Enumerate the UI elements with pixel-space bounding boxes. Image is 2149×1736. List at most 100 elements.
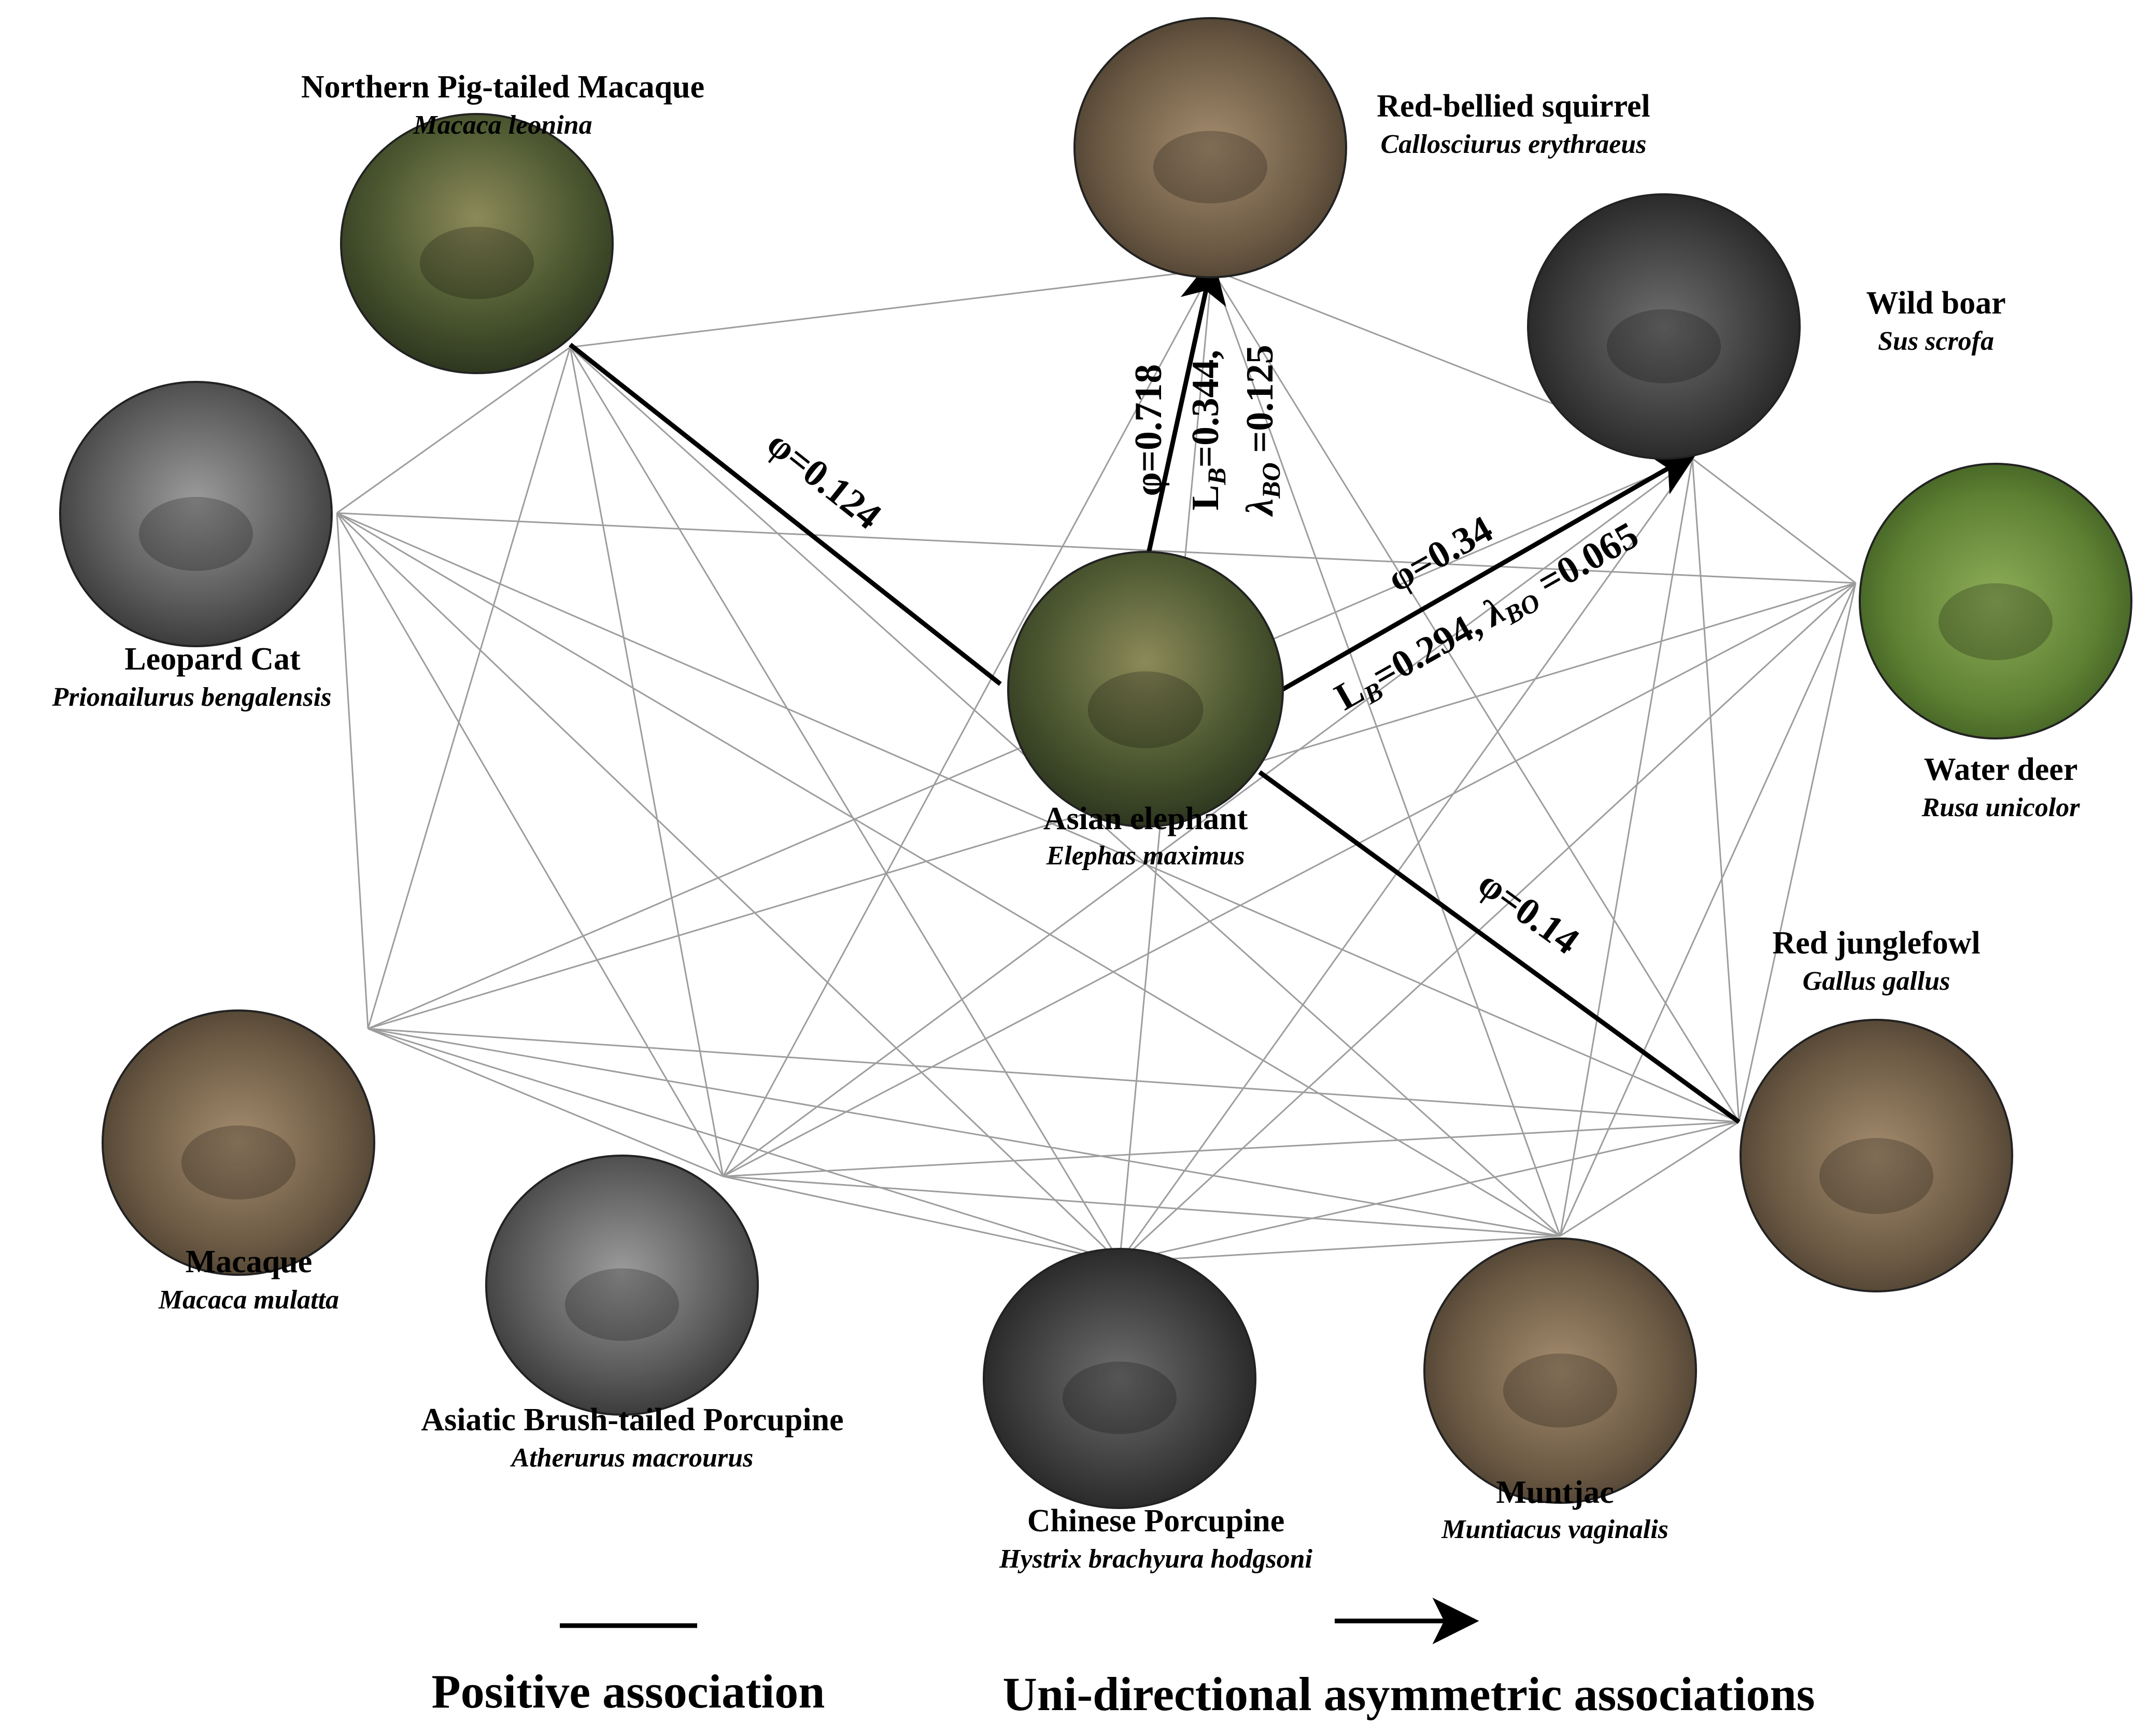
species-common-name: Water deer: [1924, 752, 2078, 787]
species-photo: [485, 1155, 759, 1416]
species-scientific-name: Hystrix brachyura hodgsoni: [999, 1544, 1312, 1574]
species-common-name: Asian elephant: [1043, 801, 1248, 836]
species-scientific-name: Prionailurus bengalensis: [52, 682, 332, 712]
positive-edge: [336, 346, 571, 514]
positive-edge: [569, 347, 724, 1177]
animal-silhouette: [1819, 1137, 1934, 1214]
asymmetric-association-edges: [569, 256, 1741, 1124]
animal-silhouette: [1503, 1353, 1618, 1428]
positive-edge: [336, 512, 1561, 1237]
legend: Positive association Uni-directional asy…: [432, 1598, 1815, 1720]
positive-edge: [336, 513, 724, 1177]
positive-edge: [722, 269, 1213, 1177]
species-scientific-name: Callosciurus erythraeus: [1381, 130, 1647, 159]
positive-edge: [723, 1175, 1120, 1263]
species-photo: [1073, 17, 1347, 278]
phi-label-junglefowl: φ=0.14: [1471, 862, 1587, 962]
animal-silhouette: [1087, 671, 1204, 748]
species-scientific-name: Muntiacus vaginalis: [1441, 1515, 1669, 1544]
positive-edge: [723, 1121, 1740, 1177]
animal-silhouette: [181, 1125, 296, 1200]
positive-edge: [723, 1175, 1561, 1237]
species-common-name: Chinese Porcupine: [1027, 1503, 1285, 1539]
animal-silhouette: [1153, 131, 1268, 204]
positive-edge: [1559, 458, 1693, 1236]
species-scientific-name: Sus scrofa: [1878, 326, 1994, 356]
species-common-name: Macaque: [186, 1244, 313, 1279]
species-scientific-name: Rusa unicolor: [1921, 793, 2081, 822]
phi-label-squirrel: φ=0.718: [1127, 364, 1170, 496]
animal-silhouette: [138, 496, 253, 571]
species-common-name: Wild boar: [1866, 286, 2005, 321]
positive-edge: [1211, 269, 1561, 1236]
species-photo: [1527, 193, 1801, 460]
positive-edge: [1560, 1121, 1740, 1237]
positive-edge: [1692, 458, 1856, 584]
animal-silhouette: [1606, 309, 1721, 383]
positive-edge: [367, 1028, 724, 1177]
species-common-name: Leopard Cat: [124, 642, 301, 677]
species-scientific-name: Macaca mulatta: [158, 1285, 339, 1315]
species-common-name: Asiatic Brush-tailed Porcupine: [421, 1402, 843, 1438]
association-edge-red_junglefowl: [1258, 770, 1741, 1124]
positive-edge: [1119, 1121, 1740, 1263]
species-photo: [340, 113, 614, 374]
species-photo: [1007, 551, 1284, 828]
species-scientific-name: Atherurus macrourus: [510, 1443, 754, 1473]
association-edge-wild_boar: [1279, 451, 1699, 693]
positive-edge: [336, 512, 1121, 1263]
species-scientific-name: Gallus gallus: [1803, 966, 1950, 996]
species-common-name: Northern Pig-tailed Macaque: [301, 69, 704, 105]
positive-edge: [1559, 582, 1857, 1236]
positive-edge: [723, 458, 1693, 1177]
species-photo: [102, 1009, 375, 1276]
legend-positive-label: Positive association: [432, 1665, 825, 1718]
species-photo: [1740, 1019, 2013, 1292]
species-photo: [59, 381, 333, 647]
animal-silhouette: [1062, 1361, 1177, 1434]
species-common-name: Red-bellied squirrel: [1377, 89, 1650, 124]
legend-directional-label: Uni-directional asymmetric associations: [1002, 1668, 1815, 1720]
species-node-asiatic-brush-tailed-porcupine: Asiatic Brush-tailed PorcupineAtherurus …: [421, 1155, 844, 1473]
positive-edge: [336, 512, 1740, 1123]
lb-label-squirrel: LB=0.344,: [1184, 350, 1231, 510]
positive-edge: [1211, 269, 1740, 1122]
positive-edge: [367, 1028, 1561, 1237]
association-edge-northern_pigtailed_macaque: [569, 343, 1002, 686]
species-photo: [983, 1248, 1256, 1509]
animal-silhouette: [419, 226, 534, 300]
phi-label-boar: φ=0.34: [1380, 508, 1500, 601]
positive-edge: [1119, 458, 1693, 1262]
positive-edge: [367, 1028, 1740, 1123]
association-edge-red_bellied_squirrel: [1143, 256, 1226, 568]
positive-association-edges: [336, 268, 1857, 1263]
positive-edge: [367, 347, 571, 1029]
positive-edge: [569, 347, 1121, 1262]
species-photo: [1423, 1237, 1697, 1504]
positive-edge: [1691, 458, 1740, 1122]
animal-silhouette: [1938, 583, 2053, 660]
positive-edge: [1738, 582, 1857, 1122]
species-photo: [1859, 463, 2132, 739]
phi-label-pigtailed: φ=0.124: [759, 422, 889, 538]
animal-silhouette: [564, 1268, 680, 1341]
species-scientific-name: Elephas maximus: [1046, 841, 1245, 871]
positive-edge: [367, 1028, 1120, 1263]
positive-edge: [336, 512, 1856, 584]
positive-edge: [1119, 1235, 1561, 1263]
positive-edge: [723, 582, 1856, 1177]
positive-edge: [336, 513, 369, 1029]
species-common-name: Red junglefowl: [1772, 926, 1980, 961]
species-common-name: Muntjac: [1496, 1475, 1614, 1510]
positive-edge: [570, 268, 1212, 348]
